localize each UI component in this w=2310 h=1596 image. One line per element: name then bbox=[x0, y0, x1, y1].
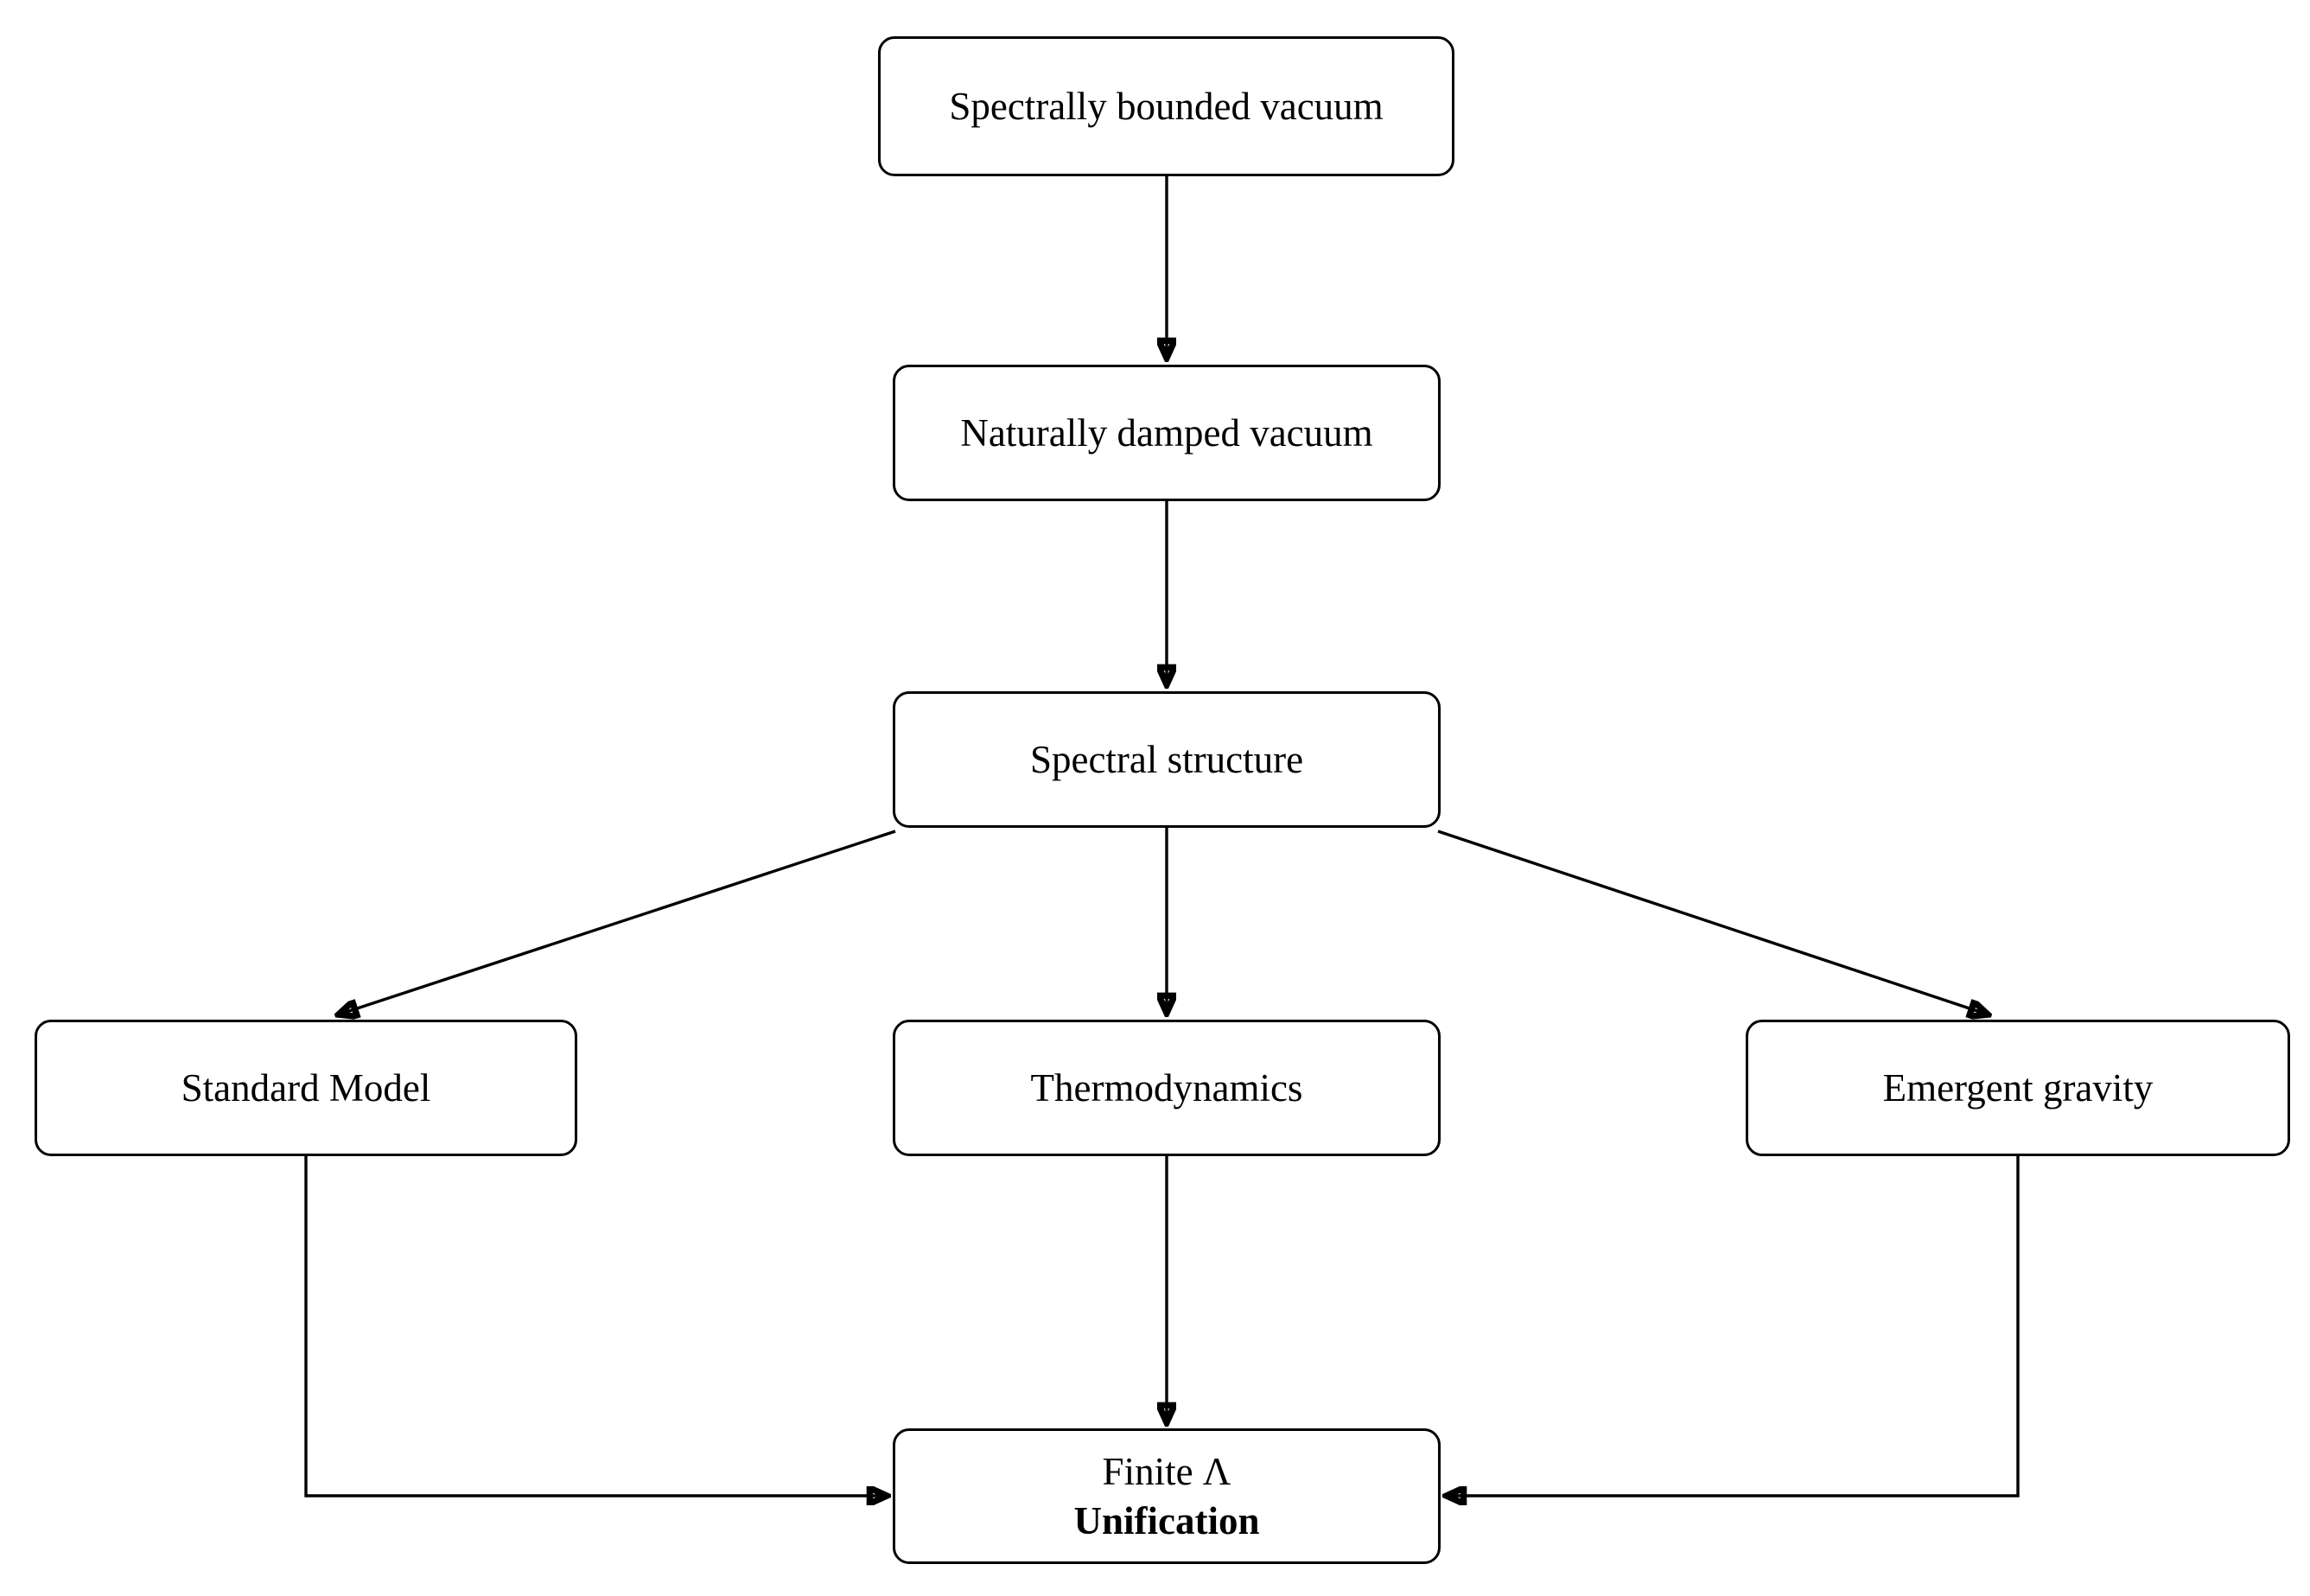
node-label: Spectrally bounded vacuum bbox=[949, 84, 1384, 128]
node-label-line2: Unification bbox=[1073, 1498, 1260, 1542]
node-label: Thermodynamics bbox=[1030, 1065, 1303, 1110]
node-label: Naturally damped vacuum bbox=[960, 410, 1373, 455]
node-label: Emergent gravity bbox=[1882, 1065, 2154, 1110]
node-finite-lambda-unification: Finite Λ Unification bbox=[893, 1428, 1441, 1564]
node-spectrally-bounded-vacuum: Spectrally bounded vacuum bbox=[878, 36, 1454, 176]
node-naturally-damped-vacuum: Naturally damped vacuum bbox=[893, 365, 1441, 501]
node-spectral-structure: Spectral structure bbox=[893, 691, 1441, 828]
node-label: Standard Model bbox=[181, 1065, 431, 1110]
edge-spectral-to-emergent-gravity-arrow bbox=[1437, 830, 1988, 1014]
node-label-line1: Finite Λ bbox=[1102, 1450, 1231, 1494]
node-thermodynamics: Thermodynamics bbox=[893, 1020, 1441, 1156]
node-emergent-gravity: Emergent gravity bbox=[1746, 1020, 2290, 1156]
node-standard-model: Standard Model bbox=[35, 1020, 577, 1156]
edge-spectral-to-standard-model-arrow bbox=[339, 830, 896, 1014]
node-label: Spectral structure bbox=[1029, 737, 1304, 781]
edge-emergent-gravity-to-unification-elbow-arrow bbox=[1447, 1156, 2020, 1496]
edge-standard-model-to-unification-elbow-arrow bbox=[304, 1156, 887, 1496]
